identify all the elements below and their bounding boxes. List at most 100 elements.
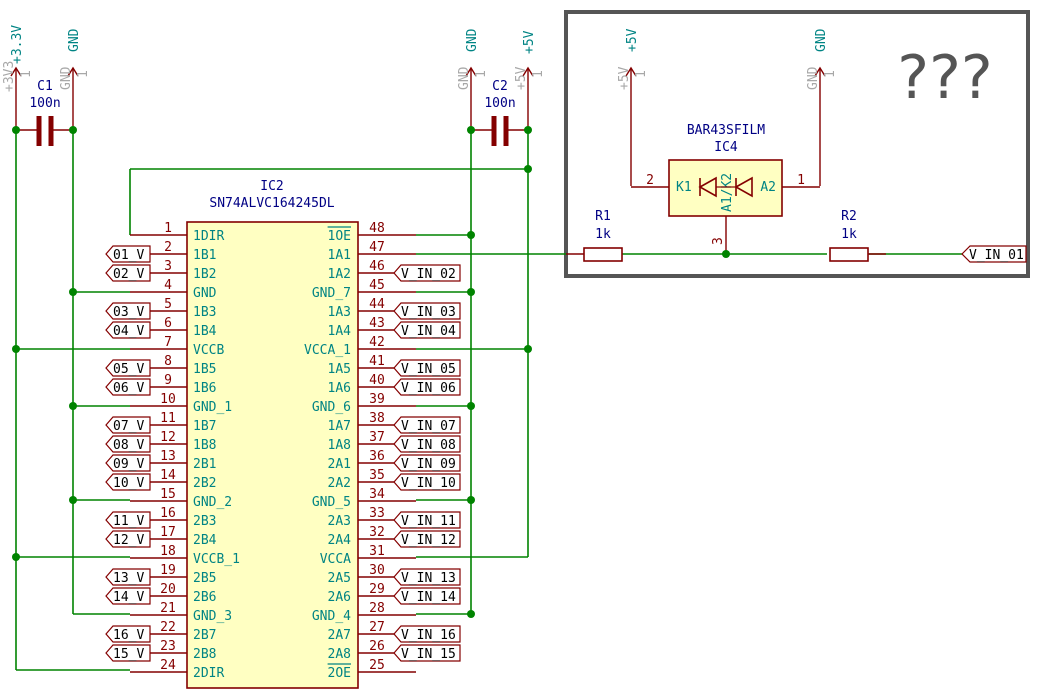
ic2-pin-num-48: 48 xyxy=(369,221,385,236)
net-label-01_V: 01_V xyxy=(105,245,151,263)
ic4-ref: IC4 xyxy=(714,140,738,155)
ic2-pin-num-36: 36 xyxy=(369,449,385,464)
power-ghost-5v-mid: +5V xyxy=(514,66,529,90)
ic2-pin-name-1B6: 1B6 xyxy=(193,381,216,396)
net-label-text-V_IN_10: V_IN_10 xyxy=(401,476,456,491)
ic2-value: SN74ALVC164245DL xyxy=(209,196,334,211)
ic2-pin-name-1A6: 1A6 xyxy=(328,381,351,396)
net-label-text-02_V: 02_V xyxy=(113,267,144,282)
power-ghost-gnd-left: GND xyxy=(59,66,74,90)
power-symbol-gnd-left: GND GND 1 xyxy=(59,28,91,130)
ic2-pin-name-2B3: 2B3 xyxy=(193,514,216,529)
ic2-pin-num-11: 11 xyxy=(160,411,176,426)
net-label-04_V: 04_V xyxy=(105,321,151,339)
net-label-text-V_IN_06: V_IN_06 xyxy=(401,381,456,396)
ic2-symbol: IC2 SN74ALVC164245DL 11DIR21B101_V31B202… xyxy=(105,179,461,689)
ic2-pin-num-40: 40 xyxy=(369,373,385,388)
net-label-text-06_V: 06_V xyxy=(113,381,144,396)
r2-value: 1k xyxy=(841,227,857,242)
power-ghost-3v3: +3V3 xyxy=(2,61,17,92)
resistor-r1: R1 1k xyxy=(566,209,623,262)
power-pin-gnd-left: 1 xyxy=(76,70,91,78)
c2-value: 100n xyxy=(484,96,515,111)
ic2-pin-name-1A5: 1A5 xyxy=(328,362,351,377)
ic2-pin-num-42: 42 xyxy=(369,335,385,350)
ic4-symbol: BAR43SFILM IC4 2 1 3 K1 A2 A1/K2 xyxy=(631,123,820,254)
resistor-r2: R2 1k xyxy=(829,209,886,262)
ic4-pin-num-1: 1 xyxy=(797,173,805,188)
ic2-pin-num-7: 7 xyxy=(164,335,172,350)
net-label-text-15_V: 15_V xyxy=(113,647,144,662)
ic2-pin-num-4: 4 xyxy=(164,278,172,293)
ic2-pin-name-2A8: 2A8 xyxy=(328,647,351,662)
net-label-text-16_V: 16_V xyxy=(113,628,144,643)
ic2-pin-name-1B1: 1B1 xyxy=(193,248,216,263)
net-label-text-10_V: 10_V xyxy=(113,476,144,491)
ic2-pin-name-1A4: 1A4 xyxy=(328,324,352,339)
net-label-text-03_V: 03_V xyxy=(113,305,144,320)
net-label-V_IN_02: V_IN_02 xyxy=(393,264,461,282)
ic2-pin-name-1B4: 1B4 xyxy=(193,324,217,339)
r2-ref: R2 xyxy=(841,209,857,224)
ic2-pin-num-5: 5 xyxy=(164,297,172,312)
net-label-text-V_IN_03: V_IN_03 xyxy=(401,305,456,320)
ic2-pin-num-21: 21 xyxy=(160,601,176,616)
ic2-pin-name-2B7: 2B7 xyxy=(193,628,216,643)
ic2-pin-name-VCCA: VCCA xyxy=(320,552,351,567)
ic2-pin-num-18: 18 xyxy=(160,544,176,559)
ic2-pin-name-VCCA_1: VCCA_1 xyxy=(304,343,351,358)
net-label-text-01_V: 01_V xyxy=(113,248,144,263)
power-ghost-gnd-ic4: GND xyxy=(806,66,821,90)
ic4-pin-name-a1k2: A1/K2 xyxy=(720,173,735,212)
ic2-pin-name-1A1: 1A1 xyxy=(328,248,351,263)
ic2-pin-num-25: 25 xyxy=(369,658,385,673)
ic2-pin-num-16: 16 xyxy=(160,506,176,521)
net-label-V_IN_15: V_IN_15 xyxy=(393,644,461,662)
ic4-pin-num-3: 3 xyxy=(711,237,726,245)
ic2-pin-name-1DIR: 1DIR xyxy=(193,229,224,244)
ic2-pin-num-33: 33 xyxy=(369,506,385,521)
net-label-V_IN_10: V_IN_10 xyxy=(393,473,461,491)
ic2-pin-num-28: 28 xyxy=(369,601,385,616)
net-label-14_V: 14_V xyxy=(105,587,151,605)
power-pin-gnd-ic4: 1 xyxy=(823,70,838,78)
annotation-question-marks: ??? xyxy=(897,43,993,113)
net-label-text-V_IN_07: V_IN_07 xyxy=(401,419,456,434)
net-label-text-14_V: 14_V xyxy=(113,590,144,605)
net-label-V_IN_09: V_IN_09 xyxy=(393,454,461,472)
ic2-pin-num-10: 10 xyxy=(160,392,176,407)
ic4-value: BAR43SFILM xyxy=(687,123,765,138)
ic2-pin-name-1B5: 1B5 xyxy=(193,362,216,377)
power-symbol-5v-mid: +5V +5V 1 xyxy=(514,30,546,130)
ic2-pin-name-1A3: 1A3 xyxy=(328,305,351,320)
ic2-pin-num-37: 37 xyxy=(369,430,385,445)
r1-ref: R1 xyxy=(595,209,611,224)
ic2-pin-name-2B8: 2B8 xyxy=(193,647,216,662)
ic2-body xyxy=(186,221,359,689)
power-label-5v-ic4: +5V xyxy=(625,28,640,52)
ic2-pin-name-GND_6: GND_6 xyxy=(312,400,351,415)
net-label-12_V: 12_V xyxy=(105,530,151,548)
ic2-pin-name-2OE: 2OE xyxy=(328,666,351,681)
ic2-pin-name-GND: GND xyxy=(193,286,217,301)
power-label-gnd-mid: GND xyxy=(465,28,480,52)
ic2-pin-num-45: 45 xyxy=(369,278,385,293)
ic2-pin-name-2B6: 2B6 xyxy=(193,590,216,605)
ic2-pin-name-2A6: 2A6 xyxy=(328,590,351,605)
c2-ref: C2 xyxy=(492,79,508,94)
net-label-text-04_V: 04_V xyxy=(113,324,144,339)
net-label-text-07_V: 07_V xyxy=(113,419,144,434)
net-label-V_IN_04: V_IN_04 xyxy=(393,321,461,339)
net-label-text-V_IN_14: V_IN_14 xyxy=(401,590,456,605)
net-label-V_IN_03: V_IN_03 xyxy=(393,302,461,320)
ic2-pin-num-46: 46 xyxy=(369,259,385,274)
ic4-pin-num-2: 2 xyxy=(646,173,654,188)
ic2-pin-name-1B3: 1B3 xyxy=(193,305,216,320)
ic2-pin-num-30: 30 xyxy=(369,563,385,578)
ic2-pin-name-VCCB_1: VCCB_1 xyxy=(193,552,240,567)
ic2-pin-name-1A8: 1A8 xyxy=(328,438,351,453)
ic2-pin-name-VCCB: VCCB xyxy=(193,343,224,358)
net-label-text-V_IN_16: V_IN_16 xyxy=(401,628,456,643)
ic2-pin-num-32: 32 xyxy=(369,525,385,540)
ic2-pin-name-GND_4: GND_4 xyxy=(312,609,351,624)
